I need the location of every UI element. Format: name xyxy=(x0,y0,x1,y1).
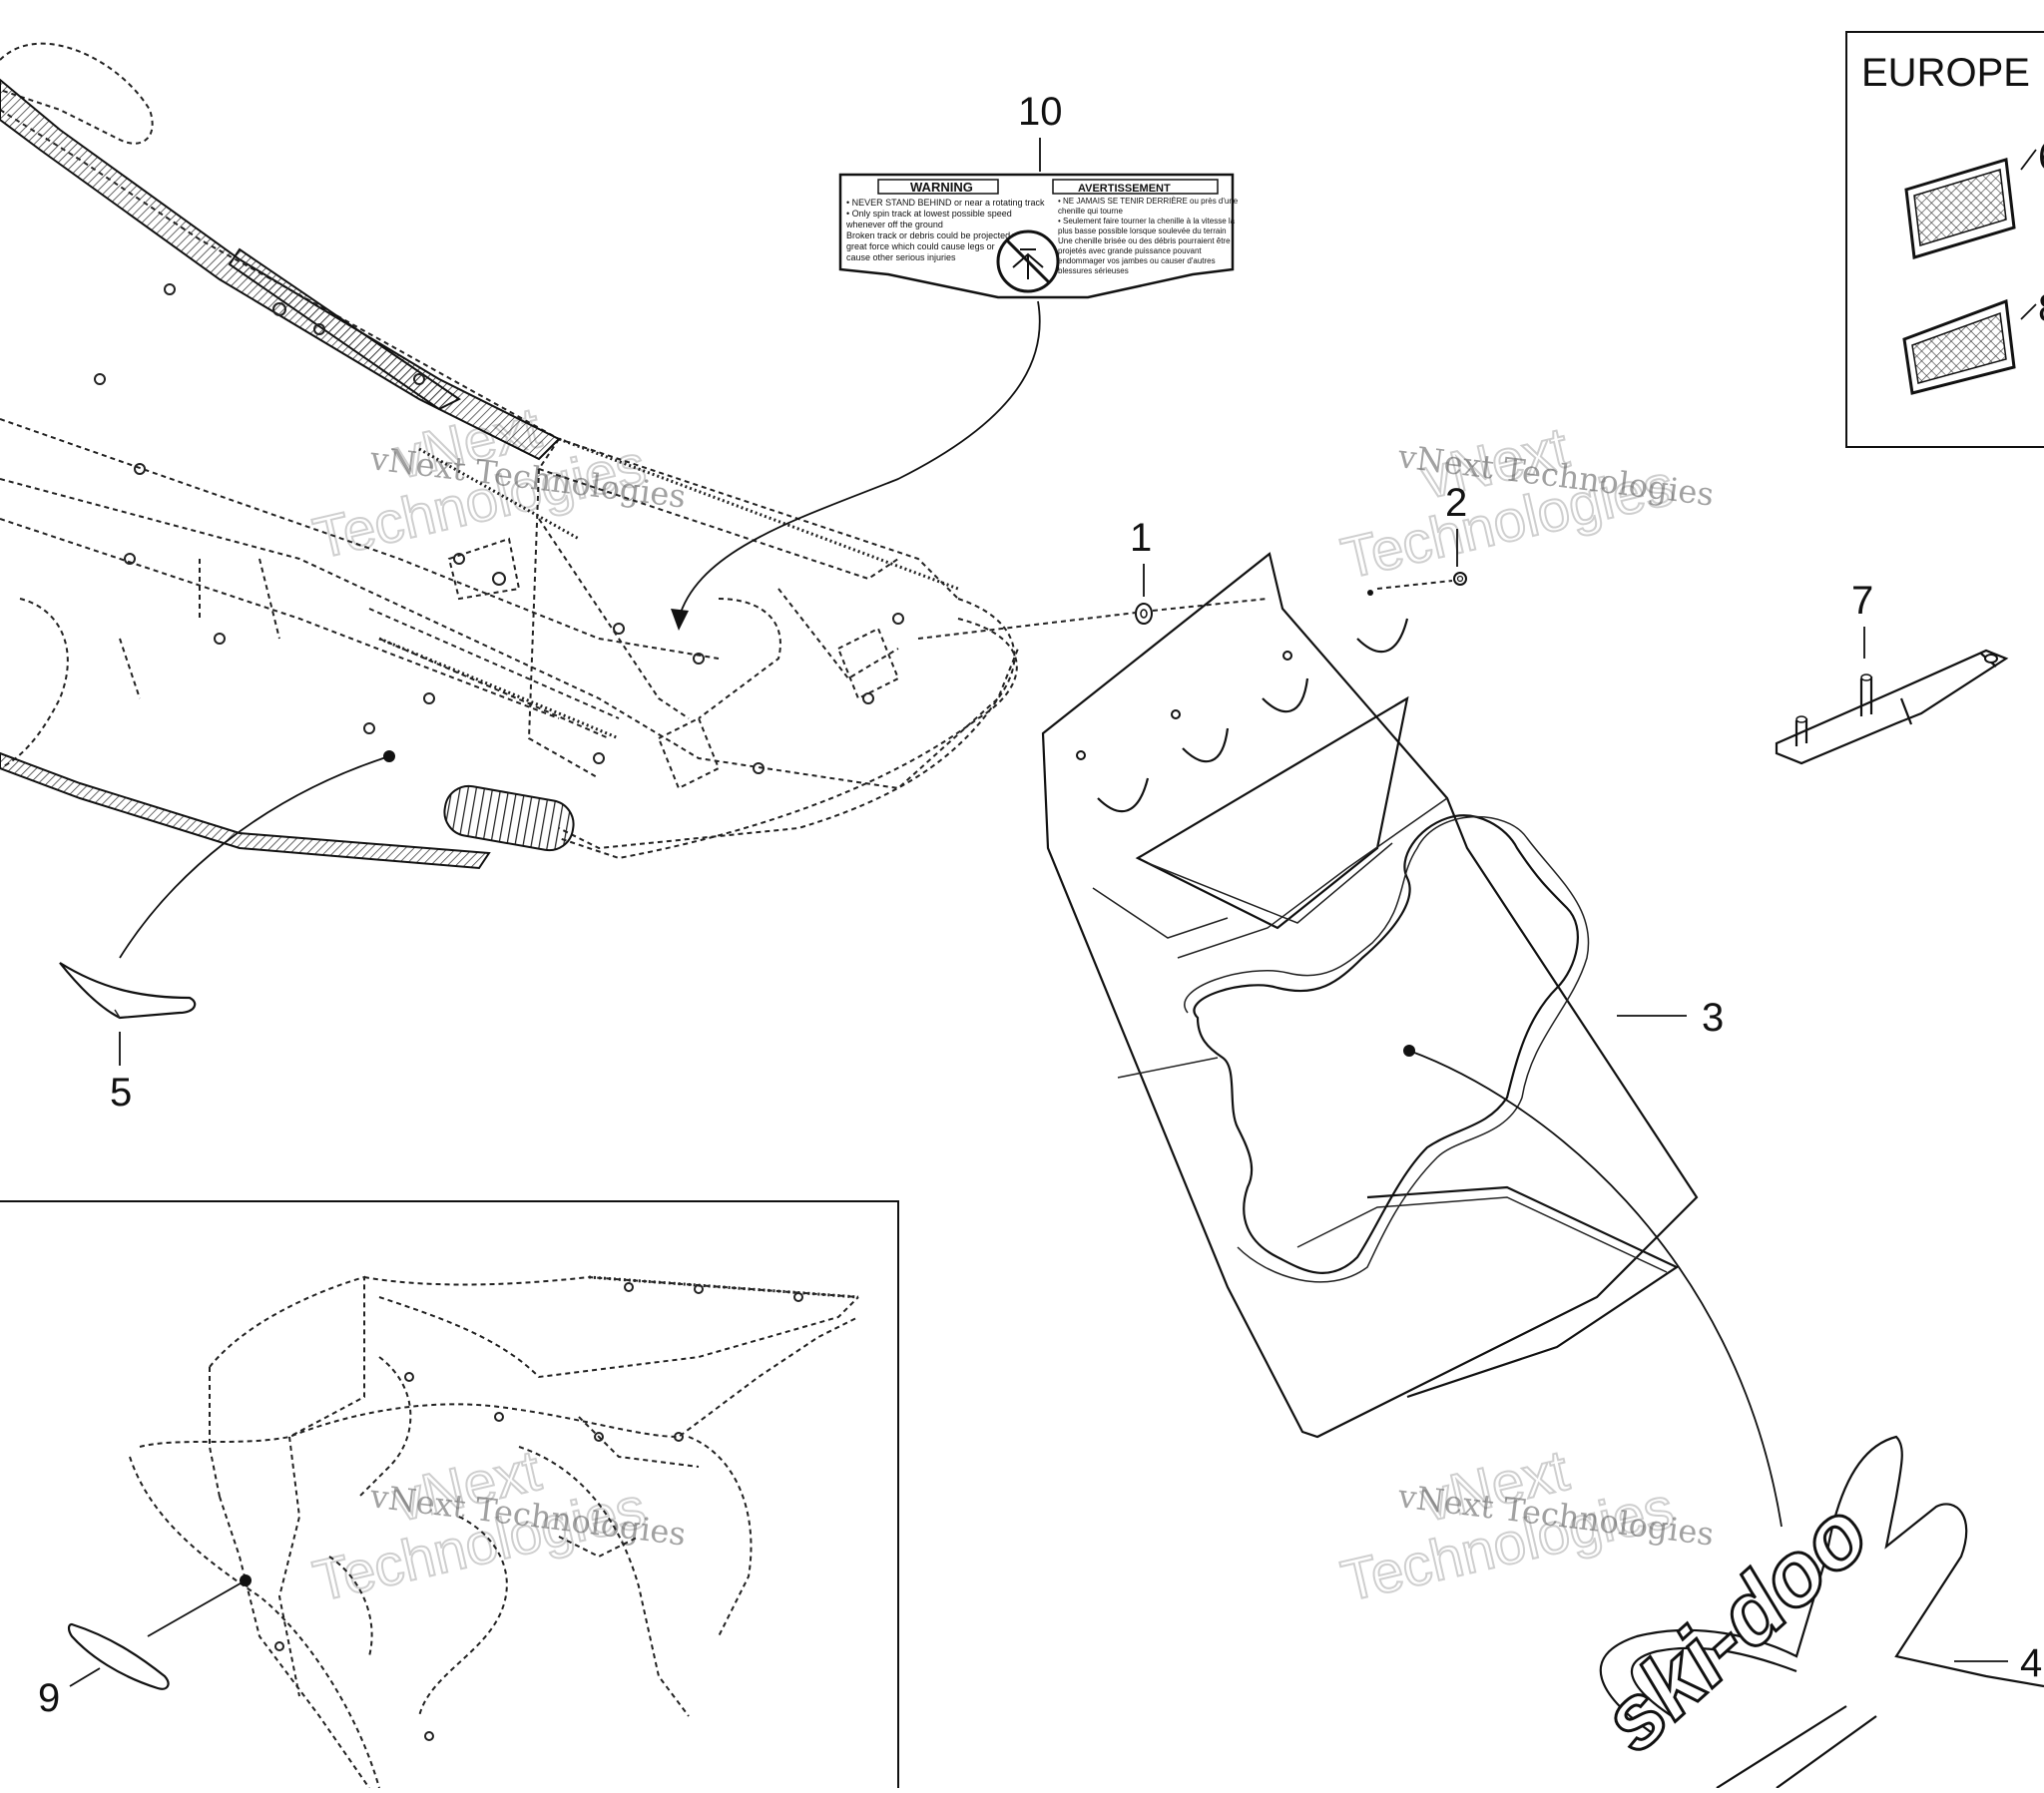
no-standing-pictogram-icon xyxy=(996,229,1060,293)
skidoo-logo-part-4: ski-doo 4 xyxy=(1408,1050,2044,1789)
inset-frame xyxy=(0,1200,899,1788)
washer-part-1: 1 xyxy=(917,516,1269,640)
warning-line: projetés avec grande puissance pouvant xyxy=(1058,246,1202,255)
warning-line: • Only spin track at lowest possible spe… xyxy=(846,209,1012,219)
watermark-top-right: Technologies vNext vNext Technologies xyxy=(1334,414,1716,593)
callout-7: 7 xyxy=(1851,579,1873,623)
warning-line: blessures sérieuses xyxy=(1058,266,1129,275)
nut-part-2: 2 xyxy=(1376,481,1467,590)
callout-3: 3 xyxy=(1702,996,1724,1040)
callout-4: 4 xyxy=(2020,1641,2042,1685)
warning-heading: WARNING xyxy=(910,180,973,195)
warning-line: whenever off the ground xyxy=(845,220,943,229)
warning-line: • NE JAMAIS SE TENIR DERRIÈRE ou près d'… xyxy=(1058,197,1239,206)
warning-line: endommager vos jambes ou causer d'autres xyxy=(1058,256,1216,265)
decal-part-9: 9 xyxy=(38,1574,252,1720)
callout-2: 2 xyxy=(1445,481,1467,525)
reflector-part-8: 8 xyxy=(1902,286,2044,395)
warning-line: • NEVER STAND BEHIND or near a rotating … xyxy=(846,198,1045,208)
warning-decal-part-10: 10 WARNING AVERTISSEMENT • NEVER STAND B… xyxy=(671,90,1239,631)
callout-10: 10 xyxy=(1018,90,1063,134)
callout-6: 6 xyxy=(2038,135,2044,179)
warning-text-fr: • NE JAMAIS SE TENIR DERRIÈRE ou près d'… xyxy=(1058,197,1239,275)
avertissement-heading: AVERTISSEMENT xyxy=(1078,183,1171,195)
warning-text-en: • NEVER STAND BEHIND or near a rotating … xyxy=(845,198,1045,262)
warning-line: great force which could cause legs or xyxy=(846,241,995,251)
decal-part-5: 5 xyxy=(59,750,395,1115)
reflector-part-6: 6 xyxy=(1904,135,2044,259)
callout-9: 9 xyxy=(38,1676,60,1720)
mud-flap-part-3: 3 xyxy=(1041,552,1724,1439)
hood-inset: 9 xyxy=(0,1200,899,1789)
warning-line: • Seulement faire tourner la chenille à … xyxy=(1058,217,1236,225)
warning-line: chenille qui tourne xyxy=(1058,207,1123,216)
warning-line: plus basse possible lorsque soulevée du … xyxy=(1058,226,1227,235)
callout-8: 8 xyxy=(2038,286,2044,330)
tunnel-assembly xyxy=(0,42,1019,870)
warning-line: Une chenille brisée ou des débris pourra… xyxy=(1058,236,1231,245)
europe-box: EUROPE 6 8 xyxy=(1845,31,2044,448)
europe-frame xyxy=(1845,31,2044,448)
watermark-bottom-left: Technologies vNext vNext Technologies xyxy=(306,1437,688,1615)
watermark-bottom-right: Technologies vNext vNext Technologies xyxy=(1334,1437,1716,1615)
bracket-part-7: 7 xyxy=(1775,579,2009,765)
warning-line: cause other serious injuries xyxy=(846,252,956,262)
callout-5: 5 xyxy=(110,1071,132,1115)
rear-bumper-outline xyxy=(558,618,1018,860)
europe-label: EUROPE xyxy=(1861,51,2030,95)
warning-line: Broken track or debris could be projecte… xyxy=(846,230,1029,240)
callout-1: 1 xyxy=(1130,516,1152,560)
